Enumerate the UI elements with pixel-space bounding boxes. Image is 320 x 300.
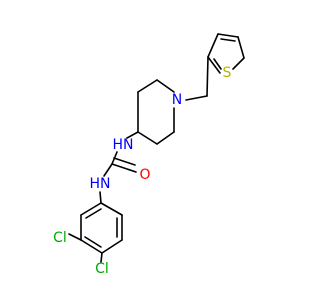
bond-cl-upper: [68, 233, 82, 241]
bond-thiophene-3: [237, 36, 245, 59]
atom-oxygen: O: [139, 167, 150, 183]
bond-nh-aryl: [99, 191, 102, 204]
bond-thiophene-2-double: [220, 38, 236, 42]
bond-benzene-6-double: [85, 208, 102, 219]
bond-thiophene-4: [232, 57, 245, 70]
bond-piperidine-2: [137, 79, 158, 93]
bond-carbonyl-nh: [103, 163, 113, 177]
atom-labels: S N HN O HN Cl Cl: [53, 65, 231, 277]
bond-piperidine-5: [156, 131, 175, 145]
bond-carbonyl-o: [111, 163, 137, 173]
bond-piperidine-1: [156, 79, 175, 93]
atom-chlorine-lower: Cl: [95, 261, 109, 277]
atom-sulfur: S: [223, 65, 232, 81]
bond-thiophene-5: [207, 56, 221, 74]
bonds: [68, 33, 245, 263]
bond-benzene-3: [101, 239, 123, 254]
bond-ring-nh: [126, 131, 139, 139]
bond-ch2-thiophene: [206, 56, 209, 97]
bond-benzene-1: [100, 202, 123, 216]
atom-piperidine-nitrogen: N: [172, 92, 182, 108]
bond-thiophene-1: [207, 33, 219, 58]
bond-ch2-nitrogen: [185, 95, 208, 101]
molecule-structure-diagram: S N HN O HN Cl Cl: [53, 33, 245, 277]
bond-cl-lower: [100, 252, 103, 263]
bond-benzene-4-double: [84, 236, 102, 248]
bond-piperidine-4: [137, 131, 158, 145]
bond-thiophene-2: [217, 33, 239, 38]
atom-amine-nitrogen-upper: HN: [112, 137, 133, 153]
bond-benzene-4: [80, 239, 103, 254]
atom-chlorine-upper: Cl: [53, 230, 67, 246]
bond-thiophene-5-double: [213, 58, 222, 70]
atom-amine-nitrogen-lower: HN: [89, 176, 110, 192]
bond-carbonyl-o-double: [113, 157, 136, 166]
bond-benzene-6: [80, 202, 102, 216]
